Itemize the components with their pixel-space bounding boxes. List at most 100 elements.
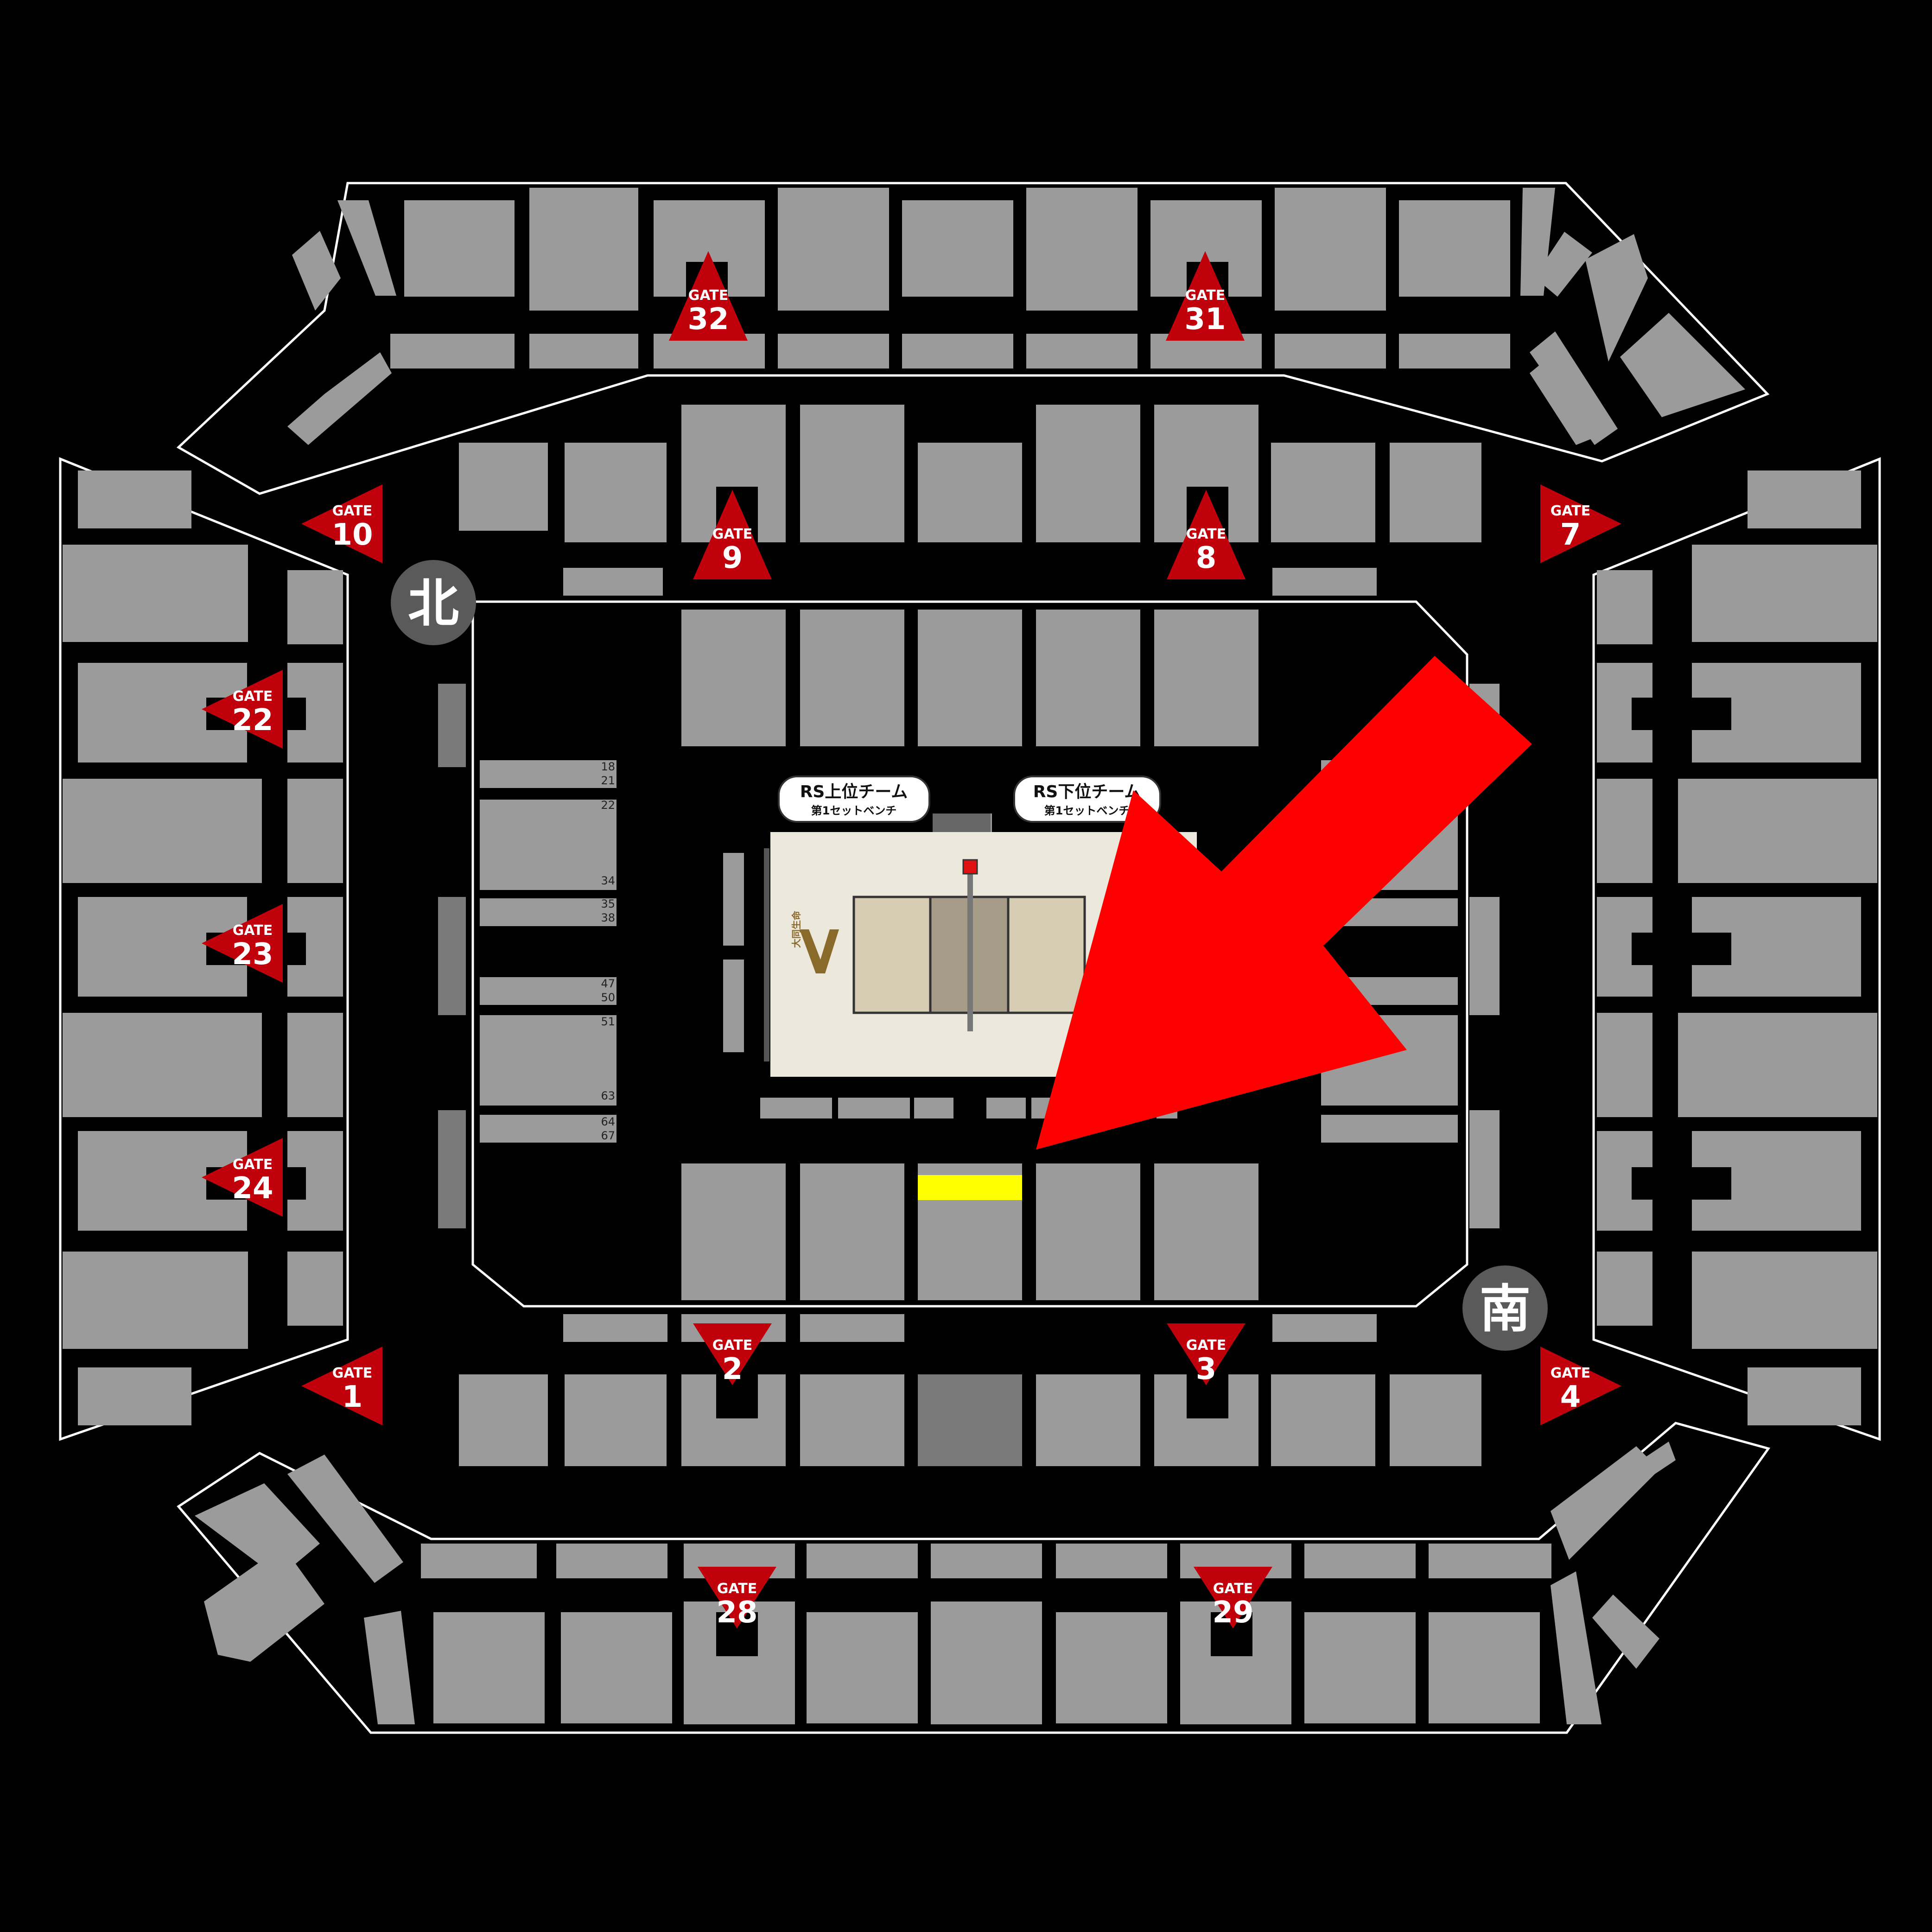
gate-word: GATE	[233, 688, 273, 705]
gate-word: GATE	[1551, 503, 1590, 519]
north-badge: 北	[391, 560, 476, 645]
gate-marker-icon	[301, 484, 382, 563]
floor-left-blocks	[438, 684, 1177, 1228]
gate-word: GATE	[332, 503, 372, 519]
court-side-zone	[852, 896, 932, 1014]
north-label: 北	[408, 574, 459, 633]
gate-passages	[206, 262, 1731, 1656]
gate-number: 22	[232, 703, 273, 737]
gate-marker-icon	[693, 489, 772, 579]
court-hatch-strip	[764, 848, 769, 1061]
highlighted-upper-block	[778, 334, 889, 369]
gate-number: 2	[722, 1352, 743, 1386]
row-label: 34	[601, 874, 615, 887]
gate-number: 32	[687, 302, 729, 337]
row-label: 18	[601, 760, 615, 773]
right-stand-blocks	[1597, 470, 1877, 1425]
gate-number: 29	[1212, 1595, 1253, 1630]
yellow-highlight-seat-row	[918, 1175, 1022, 1200]
gate-marker-icon	[1540, 1347, 1621, 1425]
gate-word: GATE	[1213, 1581, 1253, 1597]
gate-number: 24	[232, 1171, 273, 1206]
gate-marker-icon	[202, 1138, 283, 1217]
gate-word: GATE	[233, 1157, 273, 1173]
gate-marker-icon	[1166, 251, 1245, 341]
gate-number: 23	[232, 937, 273, 972]
court-logo: 大同生命	[791, 910, 839, 973]
gate-number: 8	[1196, 541, 1217, 575]
gate-word: GATE	[1185, 287, 1225, 304]
gate-marker-icon	[202, 670, 283, 749]
gate-marker-icon	[1167, 1323, 1246, 1385]
bench-label-lower: RS下位チーム 第1セットベンチ	[1013, 775, 1161, 823]
gate-marker-icon	[693, 1323, 772, 1385]
row-label: 47	[601, 977, 615, 990]
bench-upper-subtitle: 第1セットベンチ	[811, 804, 897, 817]
row-label: 64	[601, 1115, 615, 1128]
bench-upper-title: RS上位チーム	[800, 782, 908, 801]
net-post-top	[962, 859, 978, 875]
gate-word: GATE	[1551, 1365, 1590, 1381]
gate-word: GATE	[233, 922, 273, 939]
gate-number: 9	[722, 541, 743, 575]
gate-number: 4	[1560, 1380, 1581, 1414]
gate-number: 3	[1196, 1352, 1217, 1386]
row-label: 38	[601, 911, 615, 924]
gate-number: 28	[716, 1595, 757, 1630]
gate-word: GATE	[717, 1581, 757, 1597]
south-badge: 南	[1462, 1265, 1548, 1351]
gate-number: 7	[1560, 518, 1581, 552]
gate-marker-icon	[669, 251, 748, 341]
court-side-zone-right	[1007, 896, 1086, 1014]
gate-word: GATE	[1186, 1337, 1226, 1354]
floor-north-blocks	[681, 610, 1258, 746]
gate-number: 1	[342, 1380, 363, 1414]
red-pointer-arrow-icon	[1036, 656, 1532, 1150]
gate-number: 10	[331, 518, 373, 552]
court-logo-text: 大同生命	[791, 910, 802, 948]
gate-word: GATE	[712, 526, 752, 542]
bench-lower-title: RS下位チーム	[1033, 782, 1141, 801]
inner-north-blocks	[459, 405, 1481, 596]
gate-marker-icon	[202, 904, 283, 983]
gate-word: GATE	[688, 287, 728, 304]
row-label: 21	[601, 774, 615, 787]
gate-word: GATE	[1186, 526, 1226, 542]
row-label: 63	[601, 1089, 615, 1102]
row-label: 22	[601, 799, 615, 812]
gate-word: GATE	[332, 1365, 372, 1381]
bench-label-upper: RS上位チーム 第1セットベンチ	[778, 775, 930, 823]
gate-marker-icon	[1194, 1567, 1272, 1629]
row-label: 50	[601, 991, 615, 1004]
upper-south-blocks	[195, 1442, 1676, 1724]
row-label: 67	[601, 1129, 615, 1142]
south-label: 南	[1480, 1279, 1531, 1339]
row-label: 35	[601, 897, 615, 910]
gate-marker-icon	[698, 1567, 776, 1629]
gate-marker-icon	[1167, 489, 1246, 579]
gate-number: 31	[1184, 302, 1226, 337]
gate-marker-icon	[301, 1347, 382, 1425]
logo-mark-icon	[800, 929, 839, 973]
left-stand-blocks	[63, 470, 343, 1425]
bench-area-top	[933, 813, 991, 832]
gate-word: GATE	[712, 1337, 752, 1354]
